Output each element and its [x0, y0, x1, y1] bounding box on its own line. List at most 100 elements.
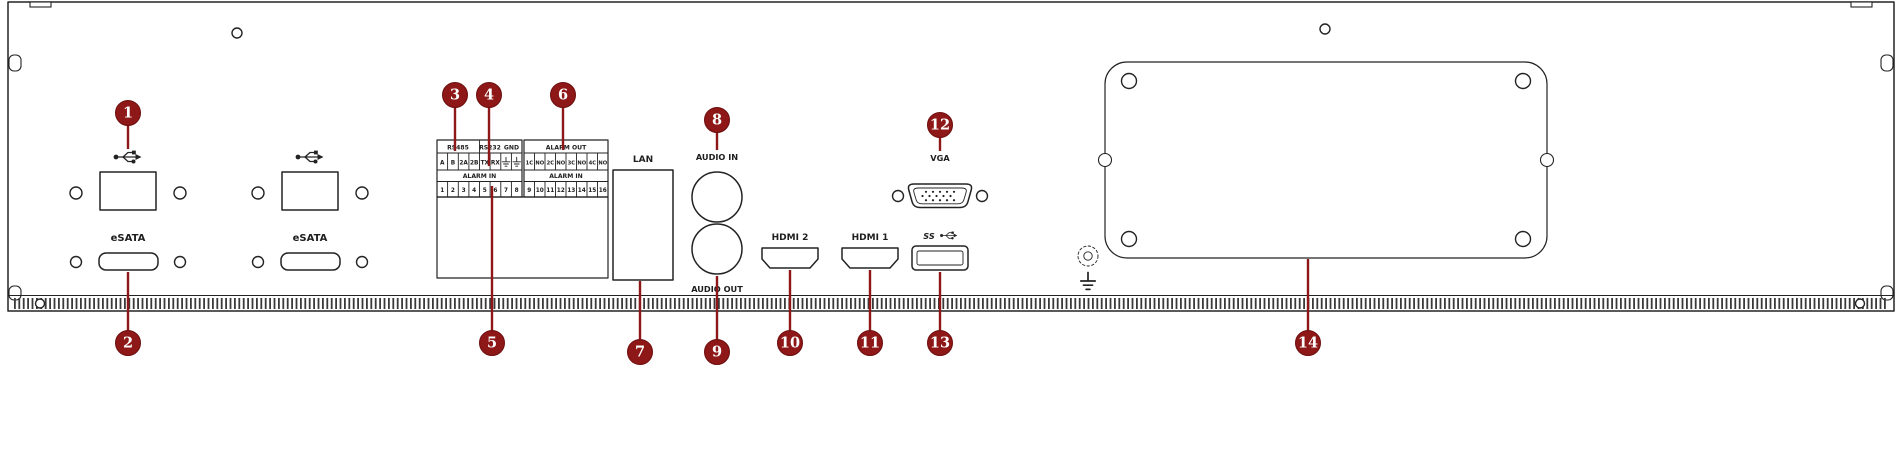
- callout-number: 10: [780, 335, 800, 352]
- vga-screw-left: [891, 189, 905, 203]
- lan-port: [612, 169, 674, 281]
- callout-badge: [476, 82, 502, 108]
- hdmi2-label: HDMI 2: [772, 233, 809, 243]
- vga-connector-inner: [913, 187, 967, 205]
- serial-cell: 2B: [470, 160, 479, 166]
- flange-slot-right-bottom: [1880, 285, 1894, 301]
- panel-tab-top-left: [29, 1, 52, 8]
- audio-in-label: AUDIO IN: [696, 152, 738, 162]
- usb3-port-inner: [916, 250, 964, 266]
- bottom-vent-strip: [8, 295, 1894, 309]
- knockout-screw: [1514, 72, 1532, 90]
- screw-hole: [173, 186, 187, 200]
- screw-hole: [173, 255, 187, 269]
- alarm-in-cell: 8: [515, 188, 519, 194]
- serial-cell: B: [451, 160, 456, 166]
- alarm-in-cell: 15: [588, 188, 596, 194]
- callout-number: 9: [712, 344, 722, 361]
- alarm-out-cell: NO: [535, 160, 544, 166]
- usb3-ss-label: SS: [923, 231, 935, 241]
- screw-hole: [355, 255, 369, 269]
- esata-port-2: [280, 252, 341, 271]
- callout-number: 3: [450, 87, 460, 104]
- usb-port-2: [281, 171, 339, 211]
- vga-port-group: VGA: [891, 153, 989, 209]
- alarm-out-header: ALARM OUT: [546, 145, 587, 152]
- terminal-block: RS485 RS232 GND A B 2A 2B TX RX ALARM IN…: [436, 139, 609, 279]
- callout-4: 4: [476, 82, 502, 166]
- audio-in-connector: AUDIO IN: [691, 152, 743, 223]
- callout-badge: [115, 100, 141, 126]
- callout-badge: [479, 330, 505, 356]
- knockout-screw: [1120, 72, 1138, 90]
- alarm-in-cell: 10: [536, 188, 544, 194]
- screw-hole-top-left: [231, 27, 243, 39]
- alarm-in-cell: 7: [504, 188, 508, 194]
- alarm-in-cell: 6: [493, 188, 497, 194]
- callout-badge: [777, 330, 803, 356]
- callout-badge: [627, 339, 653, 365]
- alarm-out-cell: 1C: [526, 160, 534, 166]
- esata-port-group-1: eSATA: [69, 233, 187, 271]
- lan-label: LAN: [633, 155, 653, 165]
- alarm-in-cell: 12: [557, 188, 565, 194]
- audio-out-jack: [691, 223, 743, 275]
- alarm-out-cell: NO: [598, 160, 607, 166]
- callout-7: 7: [627, 281, 653, 365]
- usb-port-group-2: [251, 149, 369, 211]
- knockout-edge-notch-left: [1097, 152, 1113, 168]
- callout-number: 13: [930, 335, 950, 352]
- vent-screw-right: [1854, 298, 1866, 309]
- callout-number: 11: [860, 335, 880, 352]
- vga-connector-outline: [907, 183, 973, 209]
- terminal-right-cell-dividers-row2: [534, 181, 598, 197]
- callout-badge: [704, 339, 730, 365]
- callout-badge: [857, 330, 883, 356]
- usb-port-1: [99, 171, 157, 211]
- callout-number: 8: [712, 112, 722, 129]
- screw-hole: [251, 255, 265, 269]
- rs485-header: RS485: [447, 145, 469, 152]
- alarm-in-cell: 11: [546, 188, 554, 194]
- callout-14: 14: [1295, 259, 1321, 356]
- gnd-header: GND: [504, 145, 519, 152]
- esata-port-group-2: eSATA: [251, 233, 369, 271]
- alarm-in-cell: 13: [567, 188, 575, 194]
- callout-10: 10: [777, 270, 803, 356]
- alarm-in-header-right: ALARM IN: [549, 173, 583, 180]
- vga-label: VGA: [930, 153, 950, 163]
- alarm-out-cell: NO: [556, 160, 565, 166]
- callout-badge: [550, 82, 576, 108]
- callout-1: 1: [115, 100, 141, 149]
- callout-9: 9: [704, 276, 730, 365]
- screw-hole: [69, 186, 83, 200]
- callout-badge: [1295, 330, 1321, 356]
- callout-number: 4: [484, 87, 494, 104]
- alarm-in-cell: 1: [440, 188, 444, 194]
- audio-in-jack: [691, 171, 743, 223]
- usb3-port: [911, 245, 969, 271]
- vga-pins: [921, 190, 956, 202]
- alarm-in-cell: 2: [451, 188, 455, 194]
- knockout-edge-notch-right: [1539, 152, 1555, 168]
- alarm-in-cell: 9: [527, 188, 531, 194]
- callout-number: 12: [930, 117, 950, 134]
- alarm-in-cell: 4: [472, 188, 476, 194]
- screw-hole: [251, 186, 265, 200]
- serial-cell: A: [440, 160, 445, 166]
- serial-cell: TX: [481, 160, 490, 166]
- callout-badge: [115, 330, 141, 356]
- callout-12: 12: [927, 112, 953, 151]
- panel-tab-top-right: [1850, 1, 1873, 8]
- alarm-out-cell: 4C: [589, 160, 597, 166]
- callout-8: 8: [704, 107, 730, 150]
- callout-number: 1: [123, 105, 133, 122]
- screw-hole-top-right: [1319, 23, 1331, 35]
- callout-3: 3: [442, 82, 468, 151]
- callout-badge: [927, 330, 953, 356]
- usb3-port-group: SS: [911, 231, 969, 271]
- lan-port-group: LAN: [612, 155, 674, 281]
- alarm-out-cell: 2C: [547, 160, 555, 166]
- vga-screw-right: [975, 189, 989, 203]
